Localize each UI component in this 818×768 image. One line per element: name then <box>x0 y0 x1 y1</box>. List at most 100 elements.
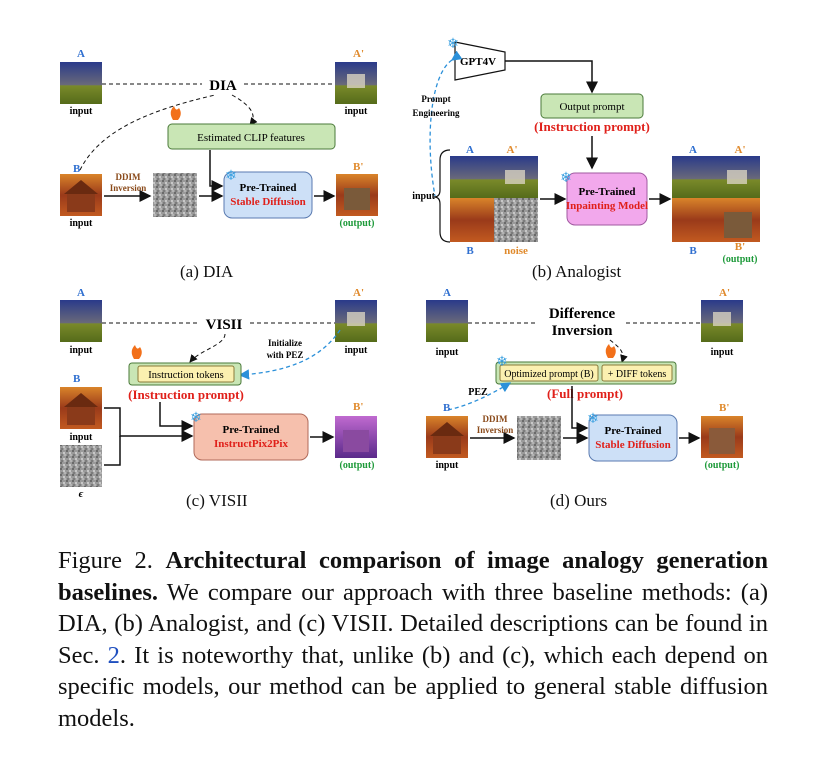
pretrained-instructpix2pix-box <box>193 413 309 461</box>
diff-tokens-label: + DIFF tokens <box>608 369 667 380</box>
out-grid-image-a <box>672 156 716 198</box>
inversion-label: Inversion <box>110 183 147 193</box>
out-grid-image-b <box>672 198 716 242</box>
image-a <box>60 300 102 342</box>
model-label: Pre-Trained <box>578 186 635 198</box>
subcaption-a: (a) DIA <box>180 262 234 281</box>
optimized-prompt-label: Optimized prompt (B) <box>504 369 593 380</box>
image-a <box>426 300 468 342</box>
tag-a-prime: A' <box>353 48 364 60</box>
tag-a: A <box>77 287 85 299</box>
tag-b: B <box>443 402 451 414</box>
caption-title: Architectural comparison of image analog… <box>58 547 768 606</box>
figure-caption: Figure 2. Architectural comparison of im… <box>58 545 768 734</box>
instruction-tokens-box <box>137 365 235 383</box>
model-name: Stable Diffusion <box>595 439 671 451</box>
fire-icon <box>170 106 181 120</box>
prompt-engineering-label-2: Engineering <box>412 108 460 118</box>
fire-icon <box>605 344 616 358</box>
fire-icon <box>131 345 142 359</box>
noise-label: noise <box>504 245 528 257</box>
noise-image <box>517 416 561 460</box>
figure-diagram: A input A' input DIA Estimated CLIP feat… <box>60 37 760 500</box>
tag-b-prime: B' <box>719 402 729 414</box>
output-label: (output) <box>339 218 374 229</box>
model-name: Inpainting Model <box>566 200 648 212</box>
inversion-label: Inversion <box>552 323 614 339</box>
tag-a-prime: A' <box>507 144 518 156</box>
snowflake-icon: ❄ <box>447 37 459 52</box>
epsilon-noise-image <box>60 445 102 487</box>
input-label: input <box>412 191 435 202</box>
input-brace <box>433 149 451 243</box>
snowflake-icon: ❄ <box>225 169 237 184</box>
tag-b-prime: B' <box>353 161 363 173</box>
output-label: (output) <box>722 254 757 265</box>
input-label: input <box>70 106 93 117</box>
input-label: input <box>70 218 93 229</box>
tag-a: A <box>443 287 451 299</box>
ddim-label: DDIM <box>116 172 142 182</box>
pretrained-inpainting-model-box <box>566 172 648 226</box>
pretrained-stable-diffusion-box <box>588 414 678 462</box>
subcaption-b: (b) Analogist <box>532 262 622 281</box>
full-prompt-label: (Full prompt) <box>547 386 623 401</box>
features-label: Estimated CLIP features <box>197 132 305 144</box>
visii-label: VISII <box>206 317 243 333</box>
grid-image-b <box>450 198 494 242</box>
panel-c-visii: A input A' input VISII Initialize with P… <box>60 287 377 500</box>
input-label: input <box>436 460 459 471</box>
pez-label: PEZ <box>468 387 488 398</box>
diff-tokens-box <box>601 364 673 382</box>
input-label: input <box>711 347 734 358</box>
subcaption-c: (c) VISII <box>186 491 248 510</box>
output-label: (output) <box>704 460 739 471</box>
panel-d-ours: A input A' input Difference Inversion Op… <box>426 287 743 471</box>
image-a <box>60 62 102 104</box>
difference-label: Difference <box>549 306 616 322</box>
tag-a-prime: A' <box>719 287 730 299</box>
caption-text: We compare our approach with three basel… <box>58 578 768 669</box>
output-label: (output) <box>339 460 374 471</box>
with-pez-label: with PEZ <box>267 350 304 360</box>
tag-a-prime: A' <box>353 287 364 299</box>
model-label: Pre-Trained <box>239 182 296 194</box>
epsilon-label: ϵ <box>79 488 84 500</box>
input-label: input <box>345 106 368 117</box>
snowflake-icon: ❄ <box>496 355 508 370</box>
tag-b: B <box>466 245 474 257</box>
gpt4v-box <box>454 41 506 81</box>
tag-b-prime: B' <box>353 401 363 413</box>
estimated-clip-features-box <box>167 123 336 150</box>
prompt-engineering-label: Prompt <box>421 94 450 104</box>
grid-noise <box>494 198 538 242</box>
output-prompt-label: Output prompt <box>559 101 624 113</box>
out-tag-b: B <box>689 245 697 257</box>
figure-label: Figure 2. <box>58 547 153 574</box>
out-tag-b-prime: B' <box>735 241 745 253</box>
panel-b-analogist: GPT4V ❄ Prompt Engineering Output prompt… <box>412 37 760 265</box>
out-tag-a: A <box>689 144 697 156</box>
section-reference-link[interactable]: 2 <box>107 641 120 669</box>
instruction-prompt-label: (Instruction prompt) <box>128 387 244 402</box>
noise-image <box>153 173 197 217</box>
ddim-label: DDIM <box>483 414 509 424</box>
dia-label: DIA <box>209 78 237 94</box>
tag-a: A <box>77 48 85 60</box>
input-label: input <box>436 347 459 358</box>
instruction-tokens-label: Instruction tokens <box>148 370 224 381</box>
snowflake-icon: ❄ <box>190 411 202 426</box>
grid-image-a <box>450 156 494 198</box>
model-name: InstructPix2Pix <box>214 438 288 450</box>
model-label: Pre-Trained <box>222 424 279 436</box>
caption-text-2: . It is noteworthy that, unlike (b) and … <box>58 641 768 732</box>
tag-b: B <box>73 163 81 175</box>
initialize-label: Initialize <box>268 338 302 348</box>
model-name: Stable Diffusion <box>230 196 306 208</box>
inversion-small-label: Inversion <box>477 425 514 435</box>
pretrained-stable-diffusion-box <box>223 171 313 219</box>
input-label: input <box>70 345 93 356</box>
snowflake-icon: ❄ <box>587 412 599 427</box>
out-tag-a-prime: A' <box>735 144 746 156</box>
gpt4v-label: GPT4V <box>460 56 496 68</box>
